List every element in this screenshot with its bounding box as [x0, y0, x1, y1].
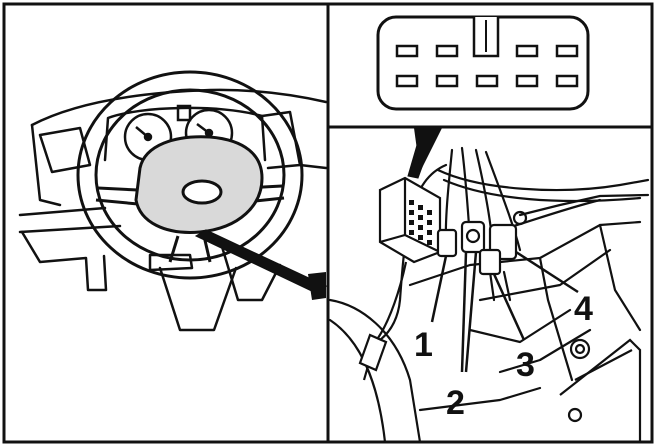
callout-label-1: 1 [414, 326, 433, 364]
steering-wheel-rim-inner [94, 88, 286, 262]
leader-1 [430, 255, 448, 323]
connector-1-body [436, 228, 458, 258]
callout-label-3: 3 [516, 346, 535, 384]
connector-face-view [376, 15, 590, 111]
connector-terminal-grid [409, 200, 432, 245]
steering-hub [134, 135, 264, 234]
leader-3 [492, 273, 526, 341]
callout-leaders [430, 250, 579, 373]
steering-wheel-rim-outer [76, 70, 304, 280]
small-connectors [436, 220, 518, 276]
callout-label-2: 2 [446, 384, 465, 422]
test-probe-lead [358, 261, 408, 381]
connector-detail-illustration [328, 146, 650, 444]
face-view-pointer-wedge [414, 128, 442, 172]
leader-2b [464, 251, 478, 373]
leader-4 [515, 250, 579, 294]
horn-emblem [181, 179, 223, 205]
leader-2a [460, 251, 468, 373]
connector-pin-slots [395, 44, 579, 88]
component-housing [559, 338, 642, 444]
callout-label-4: 4 [574, 290, 593, 328]
connector-location-pointer-cap [308, 272, 326, 300]
